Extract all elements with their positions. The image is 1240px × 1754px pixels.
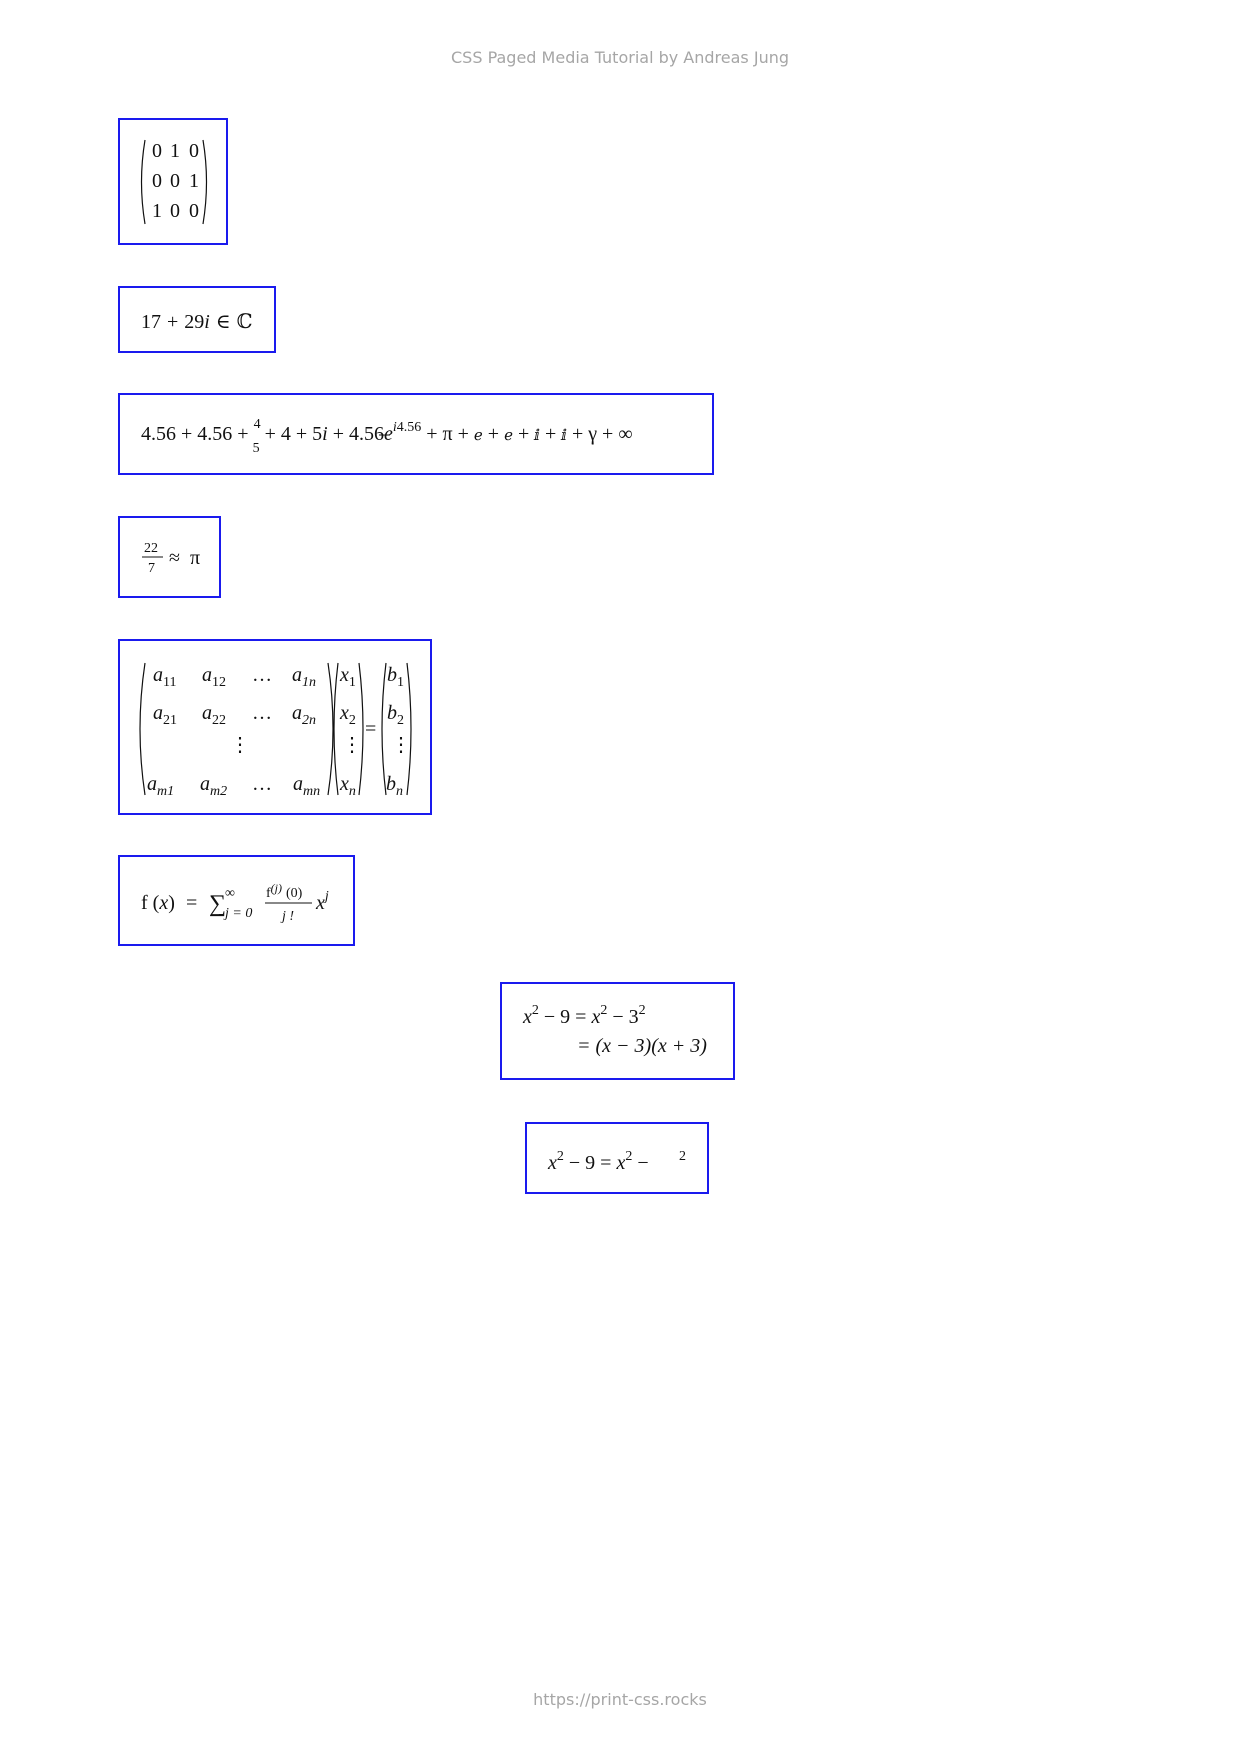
matrix-cell: 0: [189, 140, 199, 162]
factoring-line-2: = (x − 3)(x + 3): [577, 1035, 707, 1057]
linear-system-svg: a11 a12 … a1n a21 a22 … a2n ⋮ am1 am2 … …: [139, 662, 412, 799]
x-vector-entry: x1: [339, 664, 356, 690]
b-vector-entry: b2: [387, 702, 404, 728]
b-vector-entry: bn: [386, 773, 403, 799]
matrix-entry: …: [252, 702, 272, 724]
matrix-entry: a1n: [292, 664, 316, 690]
b-vector-left-paren: [381, 662, 387, 796]
approx-symbol: ≈: [169, 547, 180, 569]
matrix-right-paren: [327, 662, 334, 796]
b-vector-vdots: ⋮: [391, 734, 411, 756]
matrix-cell: 0: [170, 200, 180, 222]
x-vector-entry: xn: [339, 773, 356, 799]
matrix-cell: 0: [189, 200, 199, 222]
x-vector-right-paren: [358, 662, 364, 796]
taylor-lhs: f (x): [141, 892, 175, 914]
taylor-series-svg: f (x) = ∑ ∞ j = 0 f(j)(0) j ! xj: [141, 881, 329, 924]
matrix-vdots: ⋮: [230, 734, 250, 756]
formula-factoring-partial: x2 − 9 = x2 − 2: [525, 1122, 709, 1194]
formula-complex-number: 17+29i∈ℂ: [118, 286, 276, 353]
x-vector-vdots: ⋮: [342, 734, 362, 756]
summation-symbol: ∑: [209, 891, 226, 917]
formula-taylor-series: f (x) = ∑ ∞ j = 0 f(j)(0) j ! xj: [118, 855, 355, 946]
sum-upper-limit: ∞: [225, 886, 235, 901]
fraction-numerator: 22: [144, 541, 158, 556]
right-paren: [202, 139, 208, 225]
matrix-cell: 1: [152, 200, 162, 222]
left-paren: [140, 139, 146, 225]
pi-symbol: π: [190, 547, 200, 569]
matrix-cell: 0: [152, 170, 162, 192]
matrix-entry: am2: [200, 773, 227, 799]
matrix-entry: a22: [202, 702, 226, 728]
matrix-entry: amn: [293, 773, 320, 799]
complex-expression: 17+29i∈ℂ: [141, 311, 253, 333]
matrix-entry: a11: [153, 664, 176, 690]
factoring-partial-svg: x2 − 9 = x2 − 2: [547, 1149, 686, 1174]
factoring-partial-exponent: 2: [679, 1149, 686, 1164]
taylor-equals: =: [186, 892, 197, 914]
page-header: CSS Paged Media Tutorial by Andreas Jung: [451, 48, 789, 67]
b-vector-entry: b1: [387, 664, 404, 690]
taylor-numerator: f(j)(0): [266, 881, 303, 901]
formula-permutation-matrix: 0 1 0 0 0 1 1 0 0: [118, 118, 228, 245]
matrix-entry: a2n: [292, 702, 316, 728]
factoring-svg: x2 − 9 = x2 − 32 = (x − 3)(x + 3): [522, 1003, 707, 1057]
x-vector-left-paren: [333, 662, 339, 796]
x-vector-entry: x2: [339, 702, 356, 728]
complex-number-svg: 17+29i∈ℂ: [141, 311, 253, 333]
matrix-left-paren: [139, 662, 146, 796]
permutation-matrix-svg: 0 1 0 0 0 1 1 0 0: [140, 139, 208, 225]
matrix-entry: a21: [153, 702, 177, 728]
formula-pi-approximation: 22 7 ≈ π: [118, 516, 221, 598]
factoring-line-1: x2 − 9 = x2 − 32: [522, 1003, 646, 1028]
pi-approximation-svg: 22 7 ≈ π: [142, 541, 200, 576]
matrix-entry: a12: [202, 664, 226, 690]
matrix-cell: 0: [170, 170, 180, 192]
matrix-entry: …: [252, 664, 272, 686]
taylor-denominator: j !: [280, 909, 294, 924]
matrix-entry: am1: [147, 773, 174, 799]
matrix-cell: 0: [152, 140, 162, 162]
matrix-cell: 1: [170, 140, 180, 162]
sum-lower-limit: j = 0: [223, 906, 252, 921]
factoring-partial-expression: x2 − 9 = x2 −: [547, 1149, 649, 1174]
equals-sign: =: [365, 718, 376, 740]
page-footer: https://print-css.rocks: [533, 1690, 707, 1709]
b-vector-right-paren: [406, 662, 412, 796]
formula-factoring: x2 − 9 = x2 − 32 = (x − 3)(x + 3): [500, 982, 735, 1080]
formula-linear-system: a11 a12 … a1n a21 a22 … a2n ⋮ am1 am2 … …: [118, 639, 432, 815]
matrix-entry: …: [252, 773, 272, 795]
matrix-cell: 1: [189, 170, 199, 192]
taylor-power: xj: [315, 889, 329, 914]
fraction-denominator: 7: [148, 561, 155, 576]
